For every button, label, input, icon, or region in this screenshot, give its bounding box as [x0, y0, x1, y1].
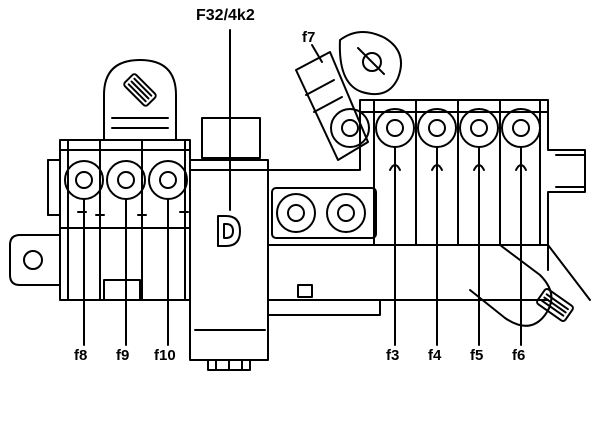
fuse-label-f4: f4	[428, 347, 442, 364]
fuse-label-f6: f6	[512, 347, 526, 364]
bolt-f3	[375, 108, 415, 148]
bolt-f9	[106, 160, 146, 200]
leader-lines	[83, 29, 522, 346]
left-mount-tab	[9, 234, 61, 286]
relay-label-f32-4k2: F32/4k2	[196, 7, 255, 24]
bolt-f6	[501, 108, 541, 148]
right-cable-loop	[469, 244, 591, 327]
left-cable-loop	[103, 59, 177, 141]
fuse-label-f3: f3	[386, 347, 400, 364]
bolt-f8	[64, 160, 104, 200]
fuse-label-f5: f5	[470, 347, 484, 364]
fuse-label-f10: f10	[154, 347, 176, 364]
f7-cable	[295, 31, 402, 161]
bolt-f4	[417, 108, 457, 148]
lower-terminals	[271, 187, 377, 239]
fuse-label-f8: f8	[74, 347, 88, 364]
fuse-label-f9: f9	[116, 347, 130, 364]
right-fuse-module	[267, 99, 586, 316]
fuse-label-f7: f7	[302, 29, 316, 46]
bolt-f10	[148, 160, 188, 200]
bolt-f5	[459, 108, 499, 148]
relay-d-symbol	[217, 215, 241, 247]
